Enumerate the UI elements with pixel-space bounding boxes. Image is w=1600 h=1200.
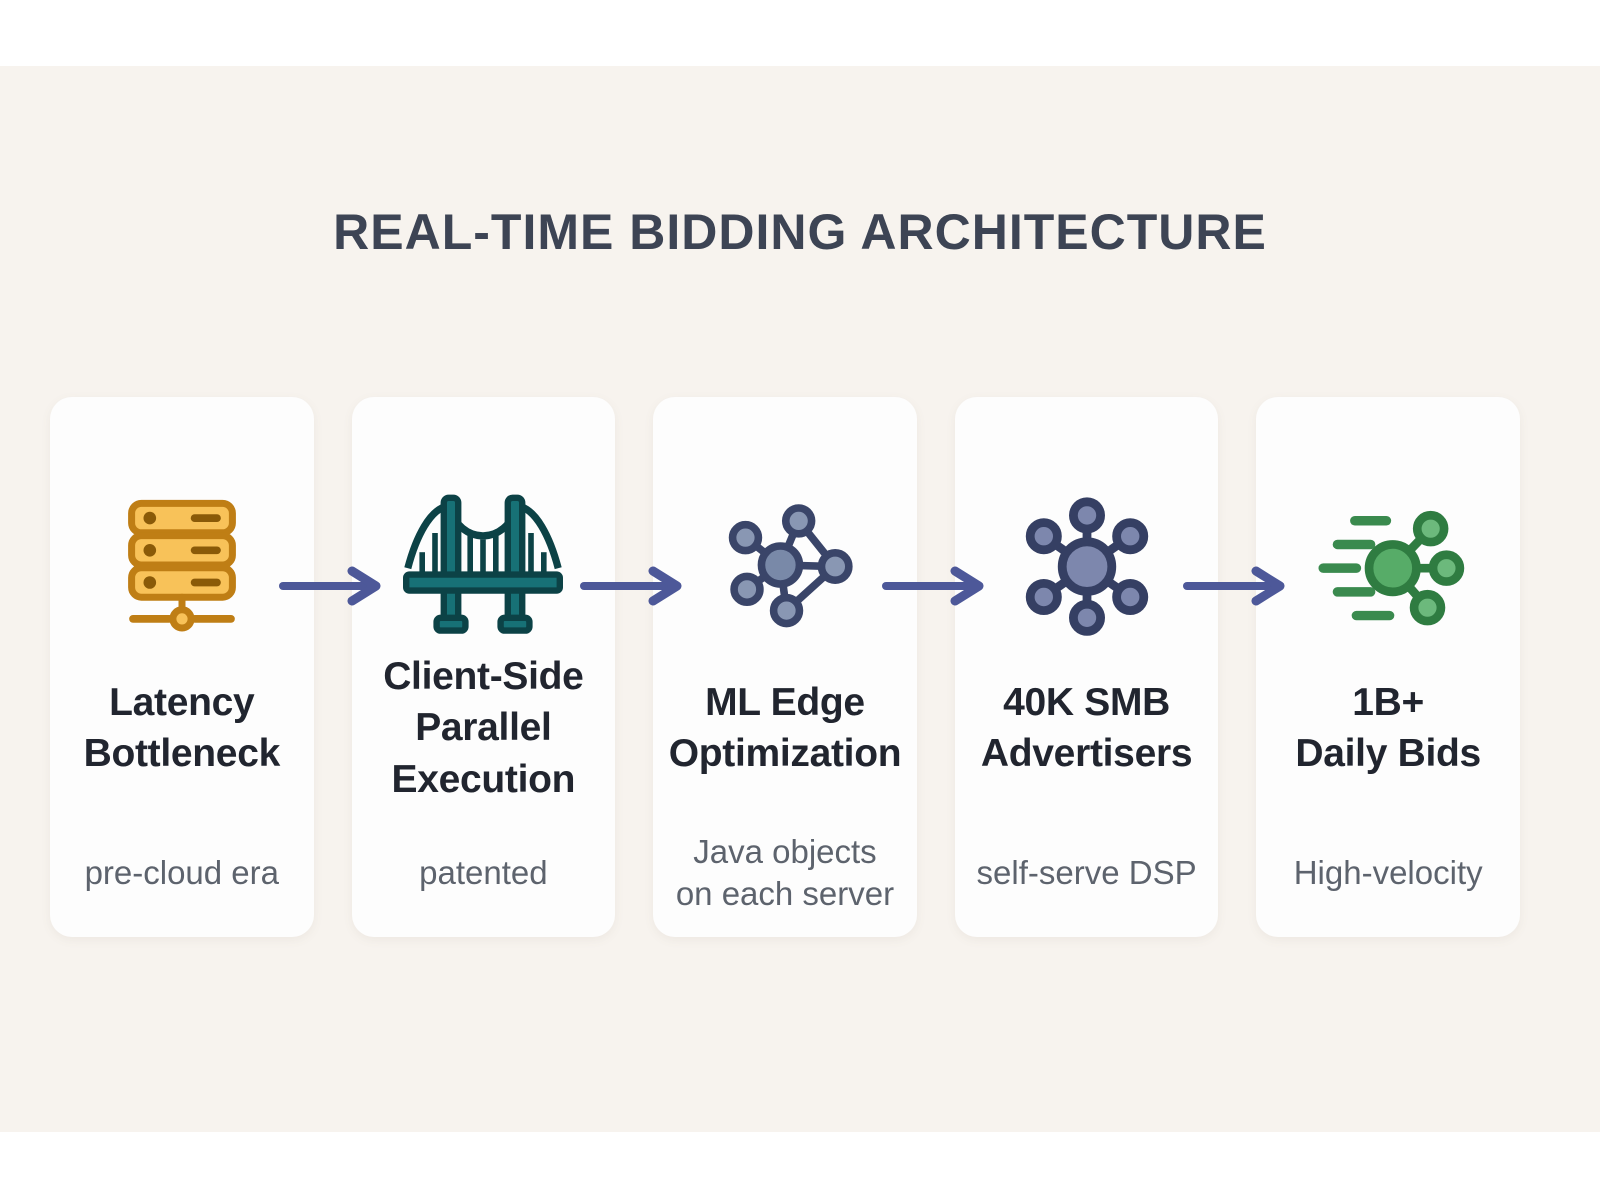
card-title: Latency Bottleneck (83, 680, 281, 775)
bridge-icon (403, 494, 564, 634)
flow-cards-row: Latency Bottleneck pre-cloud era (50, 397, 1520, 937)
flow-arrow-icon (1183, 566, 1285, 606)
card-title: ML Edge Optimization (668, 680, 902, 775)
network-graph-icon (728, 504, 853, 628)
card-icon-row (653, 397, 917, 647)
flow-arrow-icon (882, 566, 984, 606)
card-client-side-parallel-execution: Client-Side Parallel Execution patented (351, 397, 616, 937)
card-subtitle: Java objects on each server (675, 832, 895, 912)
card-subtitle: patented (419, 853, 548, 891)
card-ml-edge-optimization: ML Edge Optimization Java objects on eac… (653, 397, 917, 937)
server-icon (127, 499, 236, 632)
card-1b-daily-bids: 1B+ Daily Bids High-velocity (1256, 397, 1520, 937)
card-title: 40K SMB Advertisers (980, 680, 1193, 775)
page-title: REAL-TIME BIDDING ARCHITECTURE (333, 204, 1267, 260)
card-title: Client-Side Parallel Execution (383, 654, 584, 801)
card-subtitle: self-serve DSP (976, 853, 1197, 891)
card-subtitle: pre-cloud era (84, 853, 280, 891)
flow-arrow-icon (580, 566, 682, 606)
card-latency-bottleneck: Latency Bottleneck pre-cloud era (50, 397, 314, 937)
card-40k-smb-advertisers: 40K SMB Advertisers self-serve DSP (954, 397, 1219, 937)
card-subtitle: High-velocity (1293, 853, 1483, 891)
hub-spoke-icon (1025, 497, 1148, 636)
card-icon-row (955, 397, 1219, 647)
card-icon-row (352, 397, 616, 647)
card-title: 1B+ Daily Bids (1295, 680, 1481, 775)
speed-network-icon (1318, 510, 1465, 626)
flow-arrow-icon (279, 566, 381, 606)
card-icon-row (50, 397, 314, 647)
card-icon-row (1256, 397, 1520, 647)
